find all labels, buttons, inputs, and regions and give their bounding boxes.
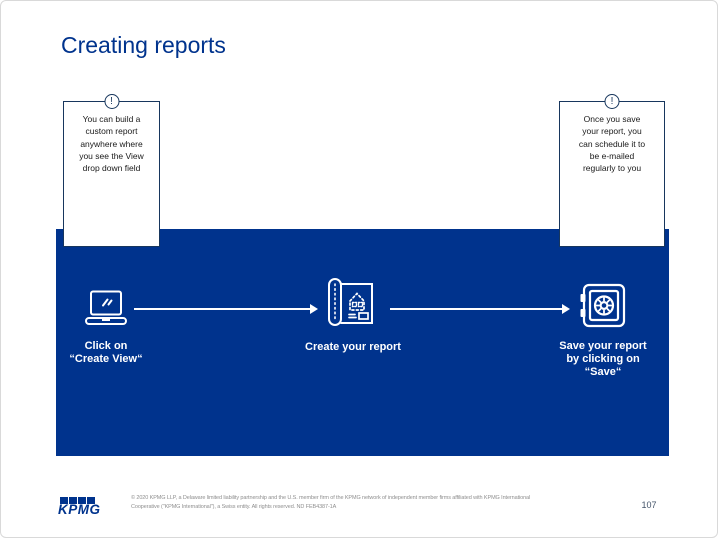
step-label-line: “Create View“ [69, 353, 143, 365]
callout-text: You can build a custom report anywhere w… [64, 113, 159, 174]
callout-line: your report, you [582, 126, 642, 137]
callout-line: drop down field [82, 163, 141, 174]
step-label-line: “Save“ [584, 366, 622, 378]
kpmg-logo-text: KPMG [58, 502, 101, 517]
step-label-line: by clicking on [566, 353, 640, 365]
copyright-line-2: Cooperative ("KPMG International"), a Sw… [131, 504, 337, 510]
step-label-line: Create your report [305, 341, 401, 353]
arrow-right-icon [390, 304, 570, 314]
logo-square [87, 497, 95, 504]
exclamation-icon: ! [104, 94, 119, 109]
logo-square [69, 497, 77, 504]
callout-line: regularly to you [582, 163, 642, 174]
callout-line: you see the View [79, 150, 144, 161]
blueprint-icon [326, 276, 380, 332]
arrow-right-icon [134, 304, 318, 314]
callout-line: anywhere where [80, 138, 143, 149]
callout-line: be e-mailed [589, 150, 635, 161]
exclamation-icon: ! [604, 94, 620, 109]
copyright-line-1: © 2020 KPMG LLP, a Delaware limited liab… [131, 495, 531, 501]
callout-text: Once you save your report, you can sched… [560, 113, 664, 174]
kpmg-logo: KPMG [58, 497, 102, 519]
safe-icon [579, 282, 627, 330]
copyright-text: © 2020 KPMG LLP, a Delaware limited liab… [131, 494, 576, 512]
step-label-line: Save your report [559, 340, 647, 352]
step-label-create-report: Create your report [273, 341, 433, 354]
callout-line: can schedule it to [578, 138, 646, 149]
callout-create-view: ! You can build a custom report anywhere… [63, 94, 160, 247]
step-label-line: Click on [84, 340, 128, 352]
flow-panel [56, 229, 669, 456]
step-label-save-report: Save your report by clicking on “Save“ [543, 340, 663, 379]
kpmg-logo-squares [60, 497, 95, 504]
laptop-icon [83, 289, 129, 329]
callout-schedule-email: ! Once you save your report, you can sch… [559, 94, 665, 247]
step-label-click-create-view: Click on “Create View“ [46, 340, 166, 366]
callout-line: You can build a [82, 114, 141, 124]
page-number: 107 [641, 500, 657, 510]
callout-line: custom report [85, 126, 138, 137]
page-title: Creating reports [61, 32, 226, 58]
callout-line: Once you save [583, 114, 641, 124]
logo-square [78, 497, 86, 504]
logo-square [60, 497, 68, 504]
